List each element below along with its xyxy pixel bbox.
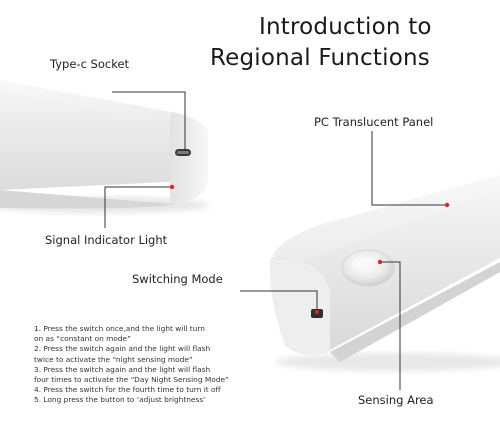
instruction-line: 5. Long press the button to ‘adjust brig… — [34, 395, 206, 405]
switching-mode-dot — [315, 310, 319, 314]
title-line-1: Introduction to — [259, 14, 432, 40]
bar-upper-top — [0, 80, 208, 130]
title-line-2: Regional Functions — [210, 45, 430, 71]
leader-signal-indicator — [104, 186, 172, 228]
pc-panel-dot — [444, 202, 450, 208]
label-signal-indicator-light: Signal Indicator Light — [45, 233, 168, 247]
pir-sensor-highlight — [352, 257, 372, 269]
leader-sensing-area — [380, 261, 401, 390]
bar-lower-end-cap — [269, 258, 330, 355]
leader-type-c-socket — [112, 91, 186, 151]
type-c-port-inner — [177, 151, 189, 154]
sensing-area-dot — [377, 259, 383, 265]
light-bar-upper — [0, 80, 210, 213]
instruction-list: 1. Press the switch once,and the light w… — [34, 324, 229, 406]
instruction-line: four times to activate the “Day Night Se… — [34, 375, 229, 385]
bar-lower-top — [272, 175, 500, 262]
bar-lower-shadow — [275, 353, 500, 371]
label-switching-mode: Switching Mode — [132, 272, 223, 286]
label-pc-translucent-panel: PC Translucent Panel — [314, 115, 434, 129]
pir-sensor-dome — [341, 249, 395, 287]
marker-dots — [169, 184, 450, 314]
leader-pc-panel — [371, 131, 447, 206]
instruction-line: twice to activate the “night sensing mod… — [34, 354, 193, 364]
leader-switching-mode — [240, 290, 318, 311]
instruction-line: on as “constant on mode” — [34, 334, 131, 344]
light-bar-lower — [269, 175, 500, 371]
label-sensing-area: Sensing Area — [358, 393, 434, 407]
bar-lower-bottom-edge — [330, 262, 500, 362]
instruction-line: 3. Press the switch again and the light … — [34, 364, 211, 374]
instruction-line: 4. Press the switch for the fourth time … — [34, 385, 221, 395]
bar-upper-front — [0, 90, 208, 190]
instruction-line: 2. Press the switch again and the light … — [34, 344, 211, 354]
bar-upper-bottom-edge — [0, 190, 176, 209]
leader-lines — [104, 91, 447, 390]
instruction-line: 1. Press the switch once,and the light w… — [34, 324, 205, 333]
label-type-c-socket: Type-c Socket — [50, 57, 130, 71]
bar-upper-end-cap — [170, 112, 208, 204]
signal-indicator-dot — [169, 184, 175, 190]
